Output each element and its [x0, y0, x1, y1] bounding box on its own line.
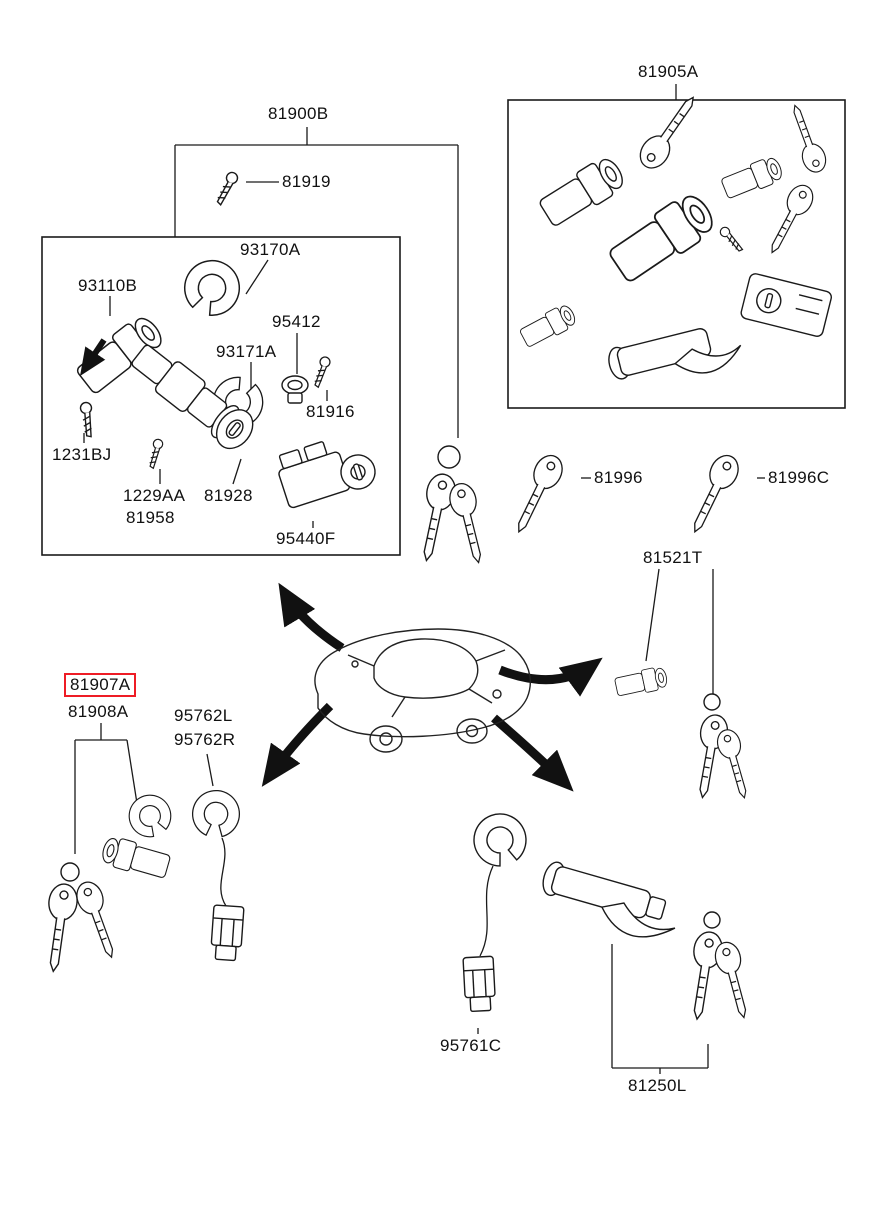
part-label-95761c[interactable]: 95761C	[440, 1036, 502, 1055]
part-label-93171a[interactable]: 93171A	[216, 342, 277, 361]
trunk-lock-icon	[608, 328, 742, 380]
part-label-81958[interactable]: 81958	[126, 508, 175, 527]
part-label-81521t[interactable]: 81521T	[643, 548, 703, 567]
key-icon	[760, 180, 819, 259]
blank-key-icon-81996	[506, 450, 569, 539]
ignition-lock-detail-box	[41, 236, 401, 556]
fuel-filler-cable-drawing	[462, 805, 534, 1013]
key-icon	[412, 470, 460, 565]
leader-81900B	[174, 127, 459, 438]
part-label-1229aa[interactable]: 1229AA	[123, 486, 186, 505]
leader-81250L	[611, 944, 709, 1074]
part-label-95440f[interactable]: 95440F	[276, 529, 336, 548]
key-icon	[713, 726, 756, 802]
lock-cylinder-icon	[517, 301, 579, 351]
part-label-81996c[interactable]: 81996C	[768, 468, 830, 487]
cable-clip-icon	[465, 805, 534, 873]
direction-arrows	[261, 582, 603, 792]
lock-cylinder-icon	[719, 153, 786, 202]
detail-arrow-icon	[80, 338, 107, 376]
leader-93170A	[245, 259, 269, 295]
door-lock-housing-icon	[740, 273, 832, 337]
key-icon	[38, 881, 81, 974]
part-label-81908a[interactable]: 81908A	[68, 702, 129, 721]
part-label-81928[interactable]: 81928	[204, 486, 253, 505]
key-icon	[71, 877, 125, 963]
door-lock-with-keys-drawing	[38, 787, 179, 974]
leader-81907A	[74, 723, 140, 854]
ignition-switch-icon-95440F	[278, 441, 376, 509]
part-label-93170a[interactable]: 93170A	[240, 240, 301, 259]
glovebox-lock-drawing	[613, 665, 756, 802]
arrow-to-trunk-lock	[491, 714, 574, 792]
door-handle-rod-drawing	[190, 787, 245, 962]
key-icon	[682, 929, 726, 1023]
screw-icon-81916	[313, 355, 332, 390]
arrow-to-door-lock	[261, 702, 334, 787]
part-label-81905a[interactable]: 81905A	[638, 62, 699, 81]
trunk-lock-with-keys-drawing	[542, 861, 757, 1023]
immobilizer-antenna-icon-95412	[281, 375, 309, 404]
handle-clip-icon	[190, 787, 242, 839]
lock-cylinder-icon	[99, 833, 173, 882]
leader-95762	[206, 753, 214, 787]
part-label-81916[interactable]: 81916	[306, 402, 355, 421]
part-label-95762l[interactable]: 95762L	[174, 706, 233, 725]
lock-cylinder-icon	[613, 665, 670, 699]
key-set-drawing	[412, 445, 492, 567]
key-icon	[633, 89, 705, 175]
ignition-cylinder-icon-81928	[131, 344, 254, 450]
part-label-1231bj[interactable]: 1231BJ	[52, 445, 112, 464]
arrow-to-ignition-lock	[278, 582, 345, 652]
key-icon	[445, 480, 492, 567]
part-label-81996[interactable]: 81996	[594, 468, 643, 487]
clamp-upper-icon-93170A	[175, 250, 250, 324]
screw-icon-81919	[215, 169, 240, 208]
lock-cylinder-icon	[604, 187, 721, 288]
screw-icon	[716, 224, 748, 254]
car-illustration	[314, 628, 532, 753]
part-label-81919[interactable]: 81919	[282, 172, 331, 191]
lock-cylinder-icon	[535, 152, 630, 232]
part-label-95412[interactable]: 95412	[272, 312, 321, 331]
part-label-81900b[interactable]: 81900B	[268, 104, 329, 123]
ignition-lock-assembly-drawing	[72, 169, 376, 509]
screw-icon-1229AA	[148, 438, 164, 470]
blank-key-icon-81996C	[682, 450, 745, 539]
part-label-81250l[interactable]: 81250L	[628, 1076, 687, 1095]
part-label-81907a-selected[interactable]: 81907A	[64, 673, 137, 697]
lock-clip-icon	[121, 787, 179, 844]
leader-81928	[232, 458, 242, 485]
arrow-to-glovebox-lock	[498, 657, 603, 697]
trunk-lock-icon	[542, 861, 676, 938]
key-icon	[783, 100, 831, 176]
screw-icon-1231BJ	[76, 400, 100, 439]
connector-icon	[462, 955, 497, 1013]
lock-set-drawing	[517, 89, 832, 380]
part-label-95762r[interactable]: 95762R	[174, 730, 236, 749]
leader-81521T	[645, 568, 714, 697]
key-icon	[711, 938, 757, 1022]
connector-icon	[209, 904, 245, 962]
part-label-93110b[interactable]: 93110B	[78, 276, 138, 295]
